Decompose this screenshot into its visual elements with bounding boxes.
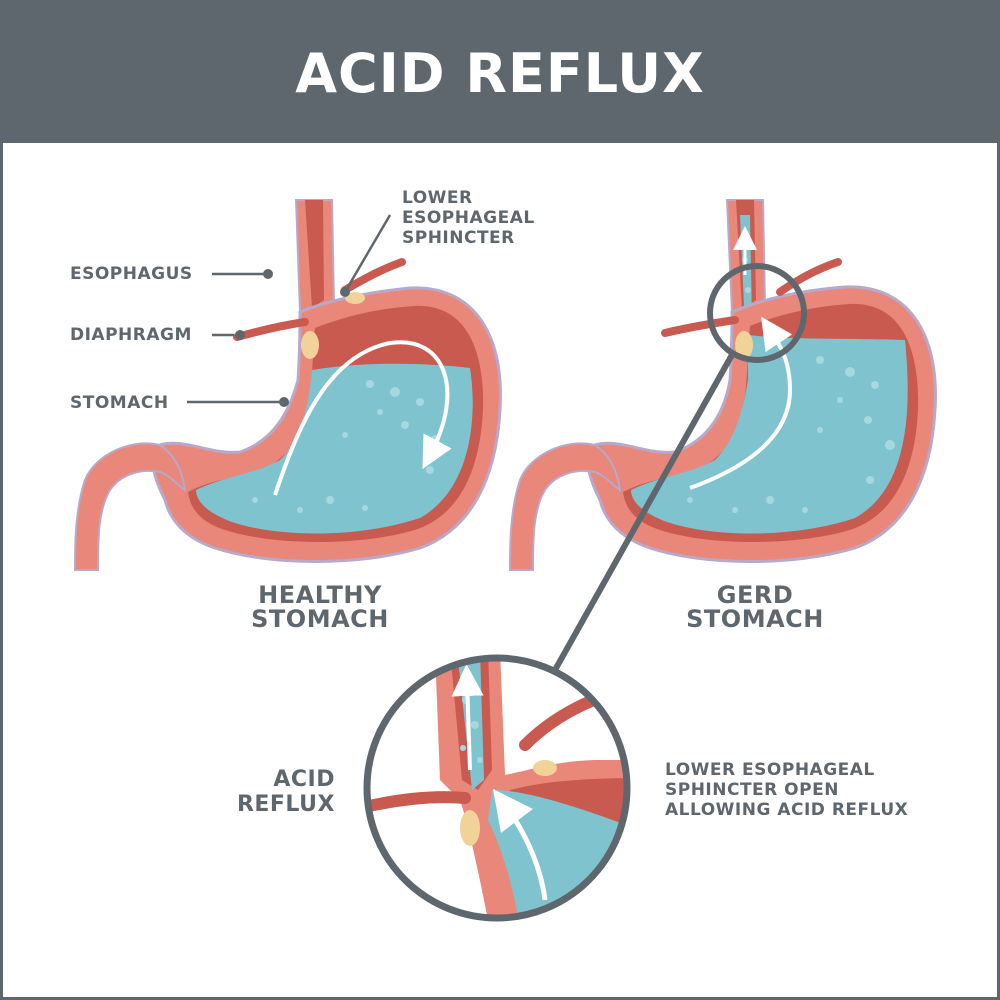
label-esophagus: ESOPHAGUS — [70, 264, 193, 284]
gerd-flow-arrow — [689, 316, 793, 490]
zoom-reflux-arrow — [493, 788, 548, 901]
zoom-esophagus-arrow — [451, 664, 484, 771]
zoom-circle-border — [363, 654, 631, 922]
zoom-detail — [363, 654, 631, 922]
header-bar: ACID REFLUX — [0, 0, 1000, 143]
leader-sphincter — [343, 214, 392, 293]
caption-healthy-stomach: HEALTHY STOMACH — [251, 581, 389, 633]
label-acid-reflux: ACID REFLUX — [236, 767, 335, 817]
label-stomach: STOMACH — [70, 393, 169, 413]
gerd-magnifier-circle — [707, 263, 807, 363]
healthy-diaphragm — [233, 318, 309, 341]
healthy-acid — [196, 363, 473, 534]
magnifier-connector — [552, 351, 736, 672]
healthy-duodenum — [73, 442, 187, 571]
leader-lines — [187, 214, 392, 407]
gerd-stomach-illustration — [508, 199, 937, 571]
label-diaphragm: DIAPHRAGM — [70, 325, 192, 345]
gerd-duodenum — [508, 442, 622, 571]
healthy-flow-arrow — [273, 340, 452, 496]
label-lower-esophageal-sphincter: LOWER ESOPHAGEAL SPHINCTER — [402, 188, 535, 248]
healthy-stomach-illustration — [73, 199, 502, 571]
healthy-diaphragm-right — [341, 258, 406, 294]
label-sphincter-open: LOWER ESOPHAGEAL SPHINCTER OPEN ALLOWING… — [665, 760, 909, 820]
page-title: ACID REFLUX — [295, 42, 705, 105]
caption-gerd-stomach: GERD STOMACH — [686, 581, 824, 633]
